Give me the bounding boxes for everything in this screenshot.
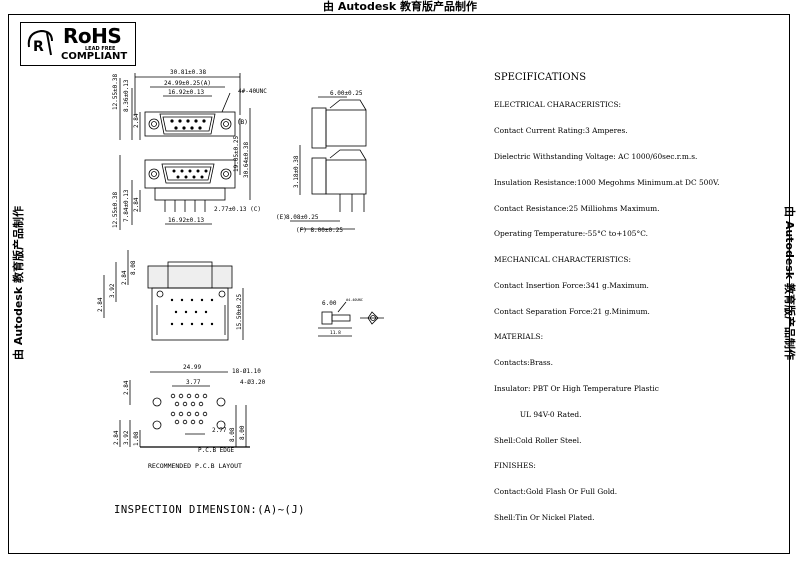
rohs-lead-free: LEAD FREE — [85, 46, 116, 52]
dim-e: 8.08±0.25 — [286, 214, 319, 221]
spec-line: Contact Resistance:25 Milliohms Maximum. — [494, 203, 660, 213]
spec-line: Contacts:Brass. — [494, 358, 553, 368]
inspection-note: INSPECTION DIMENSION:(A)~(J) — [114, 504, 306, 516]
spec-line: Shell:Cold Roller Steel. — [494, 435, 582, 445]
dim-pcb-w: 24.99 — [183, 364, 201, 371]
spec-line: Contact Current Rating:3 Amperes. — [494, 126, 628, 136]
dim-f: (F) 8.00±0.25 — [296, 227, 343, 234]
dim-pcb-h3: 3.92 — [123, 430, 130, 445]
dim-side-h: 3.18±0.38 — [293, 155, 300, 188]
dim-pcb-mount: 4-Ø3.20 — [240, 379, 266, 386]
dim-pcb-h1: 2.84 — [123, 380, 130, 395]
spec-finishes-heading: FINISHES: — [494, 461, 536, 471]
screw-detail: 6.00 11.8 #4-40UNC — [318, 298, 384, 337]
drawing-frame — [8, 14, 790, 554]
dim-h5: 7.84±0.13 — [123, 189, 130, 222]
spec-line: Contact Separation Force:21 g.Minimum. — [494, 306, 650, 316]
dim-pcb-h4: 1.08 — [133, 431, 140, 446]
dim-pcb-pitch2: 2.77 — [212, 427, 227, 434]
spec-line: Shell:Tin Or Nickel Plated. — [494, 512, 595, 522]
dim-front-c: 3.92 — [109, 283, 116, 298]
spec-line: Dielectric Withstanding Voltage: AC 1000… — [494, 151, 698, 161]
rohs-badge: R RoHS LEAD FREE COMPLIANT — [20, 22, 136, 66]
pcb-layout-title: RECOMMENDED P.C.B LAYOUT — [148, 462, 242, 470]
label-e: (E) — [276, 214, 287, 221]
rohs-logo-icon: R — [27, 29, 53, 56]
dim-screw-len: 11.8 — [330, 330, 341, 336]
dim-c: 2.77±0.13 (C) — [214, 206, 261, 213]
dim-pcb-r2: 8.00 — [239, 425, 246, 440]
screw-thread-label: #4-40UNC — [346, 298, 363, 302]
rohs-compliant: COMPLIANT — [61, 51, 128, 62]
dim-top-width: 30.81±0.38 — [170, 69, 207, 76]
spec-line: Operating Temperature:-55°C to+105°C. — [494, 229, 648, 239]
spec-electrical-heading: ELECTRICAL CHARACERISTICS: — [494, 100, 622, 110]
dim-h6: 2.84 — [133, 197, 140, 212]
dim-thread: 4#-40UNC — [238, 88, 267, 95]
front-view: 8.08 2.84 3.92 2.84 15.50±0.25 — [97, 250, 244, 341]
top-view: 30.81±0.38 24.99±0.25(A) 16.92±0.13 4#-4… — [112, 69, 267, 200]
side-view: 6.00±0.25 3.18±0.38 8.08±0.25 (E) (F) 8.… — [276, 90, 367, 234]
spec-materials-heading: MATERIALS: — [494, 332, 544, 342]
spec-line: Contact Insertion Force:341 g.Maximum. — [494, 280, 649, 290]
dim-v2: 30.64±0.38 — [243, 141, 250, 178]
dim-shell-width: 24.99±0.25(A) — [164, 80, 211, 87]
bottom-view: 12.55±0.38 7.84±0.13 2.84 16.92±0.13 2.7… — [112, 155, 261, 230]
dim-h4: 12.55±0.38 — [112, 191, 119, 228]
specifications-block: SPECIFICATIONS ELECTRICAL CHARACERISTICS… — [494, 55, 719, 531]
dim-v1: 19.05±0.25 — [233, 135, 240, 172]
spec-mechanical-heading: MECHANICAL CHARACTERISTICS: — [494, 255, 631, 265]
spec-title: SPECIFICATIONS — [494, 72, 587, 84]
spec-line: Contact:Gold Flash Or Full Gold. — [494, 487, 618, 497]
spec-line: UL 94V-0 Rated. — [494, 409, 582, 419]
dim-pin-span-top: 16.92±0.13 — [168, 89, 205, 96]
spec-line: Insulator: PBT Or High Temperature Plast… — [494, 383, 659, 393]
pcb-edge-label: P.C.B EDGE — [198, 447, 235, 454]
pcb-layout-view: 24.99 18-Ø1.10 4-Ø3.20 3.77 2.77 P.C.B E… — [113, 364, 266, 470]
dim-pcb-r1: 8.08 — [229, 427, 236, 442]
dim-front-b: 2.84 — [121, 270, 128, 285]
svg-text:R: R — [33, 39, 44, 55]
dim-front-e: 15.50±0.25 — [236, 293, 243, 330]
dim-pcb-holes: 18-Ø1.10 — [232, 368, 261, 375]
label-b: (B) — [237, 119, 248, 126]
dim-front-d: 2.84 — [97, 297, 104, 312]
dim-screw: 6.00 — [322, 300, 337, 307]
dim-h3: 2.84 — [133, 113, 140, 128]
watermark-top: 由 Autodesk 教育版产品制作 — [322, 0, 477, 13]
dim-pin-span-bottom: 16.92±0.13 — [168, 217, 205, 224]
dim-side-w: 6.00±0.25 — [330, 90, 363, 97]
rohs-title: RoHS — [63, 24, 122, 48]
dim-pcb-h2: 2.84 — [113, 430, 120, 445]
dim-pcb-pitch: 3.77 — [186, 379, 201, 386]
dim-front-a: 8.08 — [130, 260, 137, 275]
spec-line: Insulation Resistance:1000 Megohms Minim… — [494, 177, 720, 187]
dim-h1: 12.55±0.38 — [112, 73, 119, 110]
dim-h2: 8.36±0.13 — [123, 79, 130, 112]
